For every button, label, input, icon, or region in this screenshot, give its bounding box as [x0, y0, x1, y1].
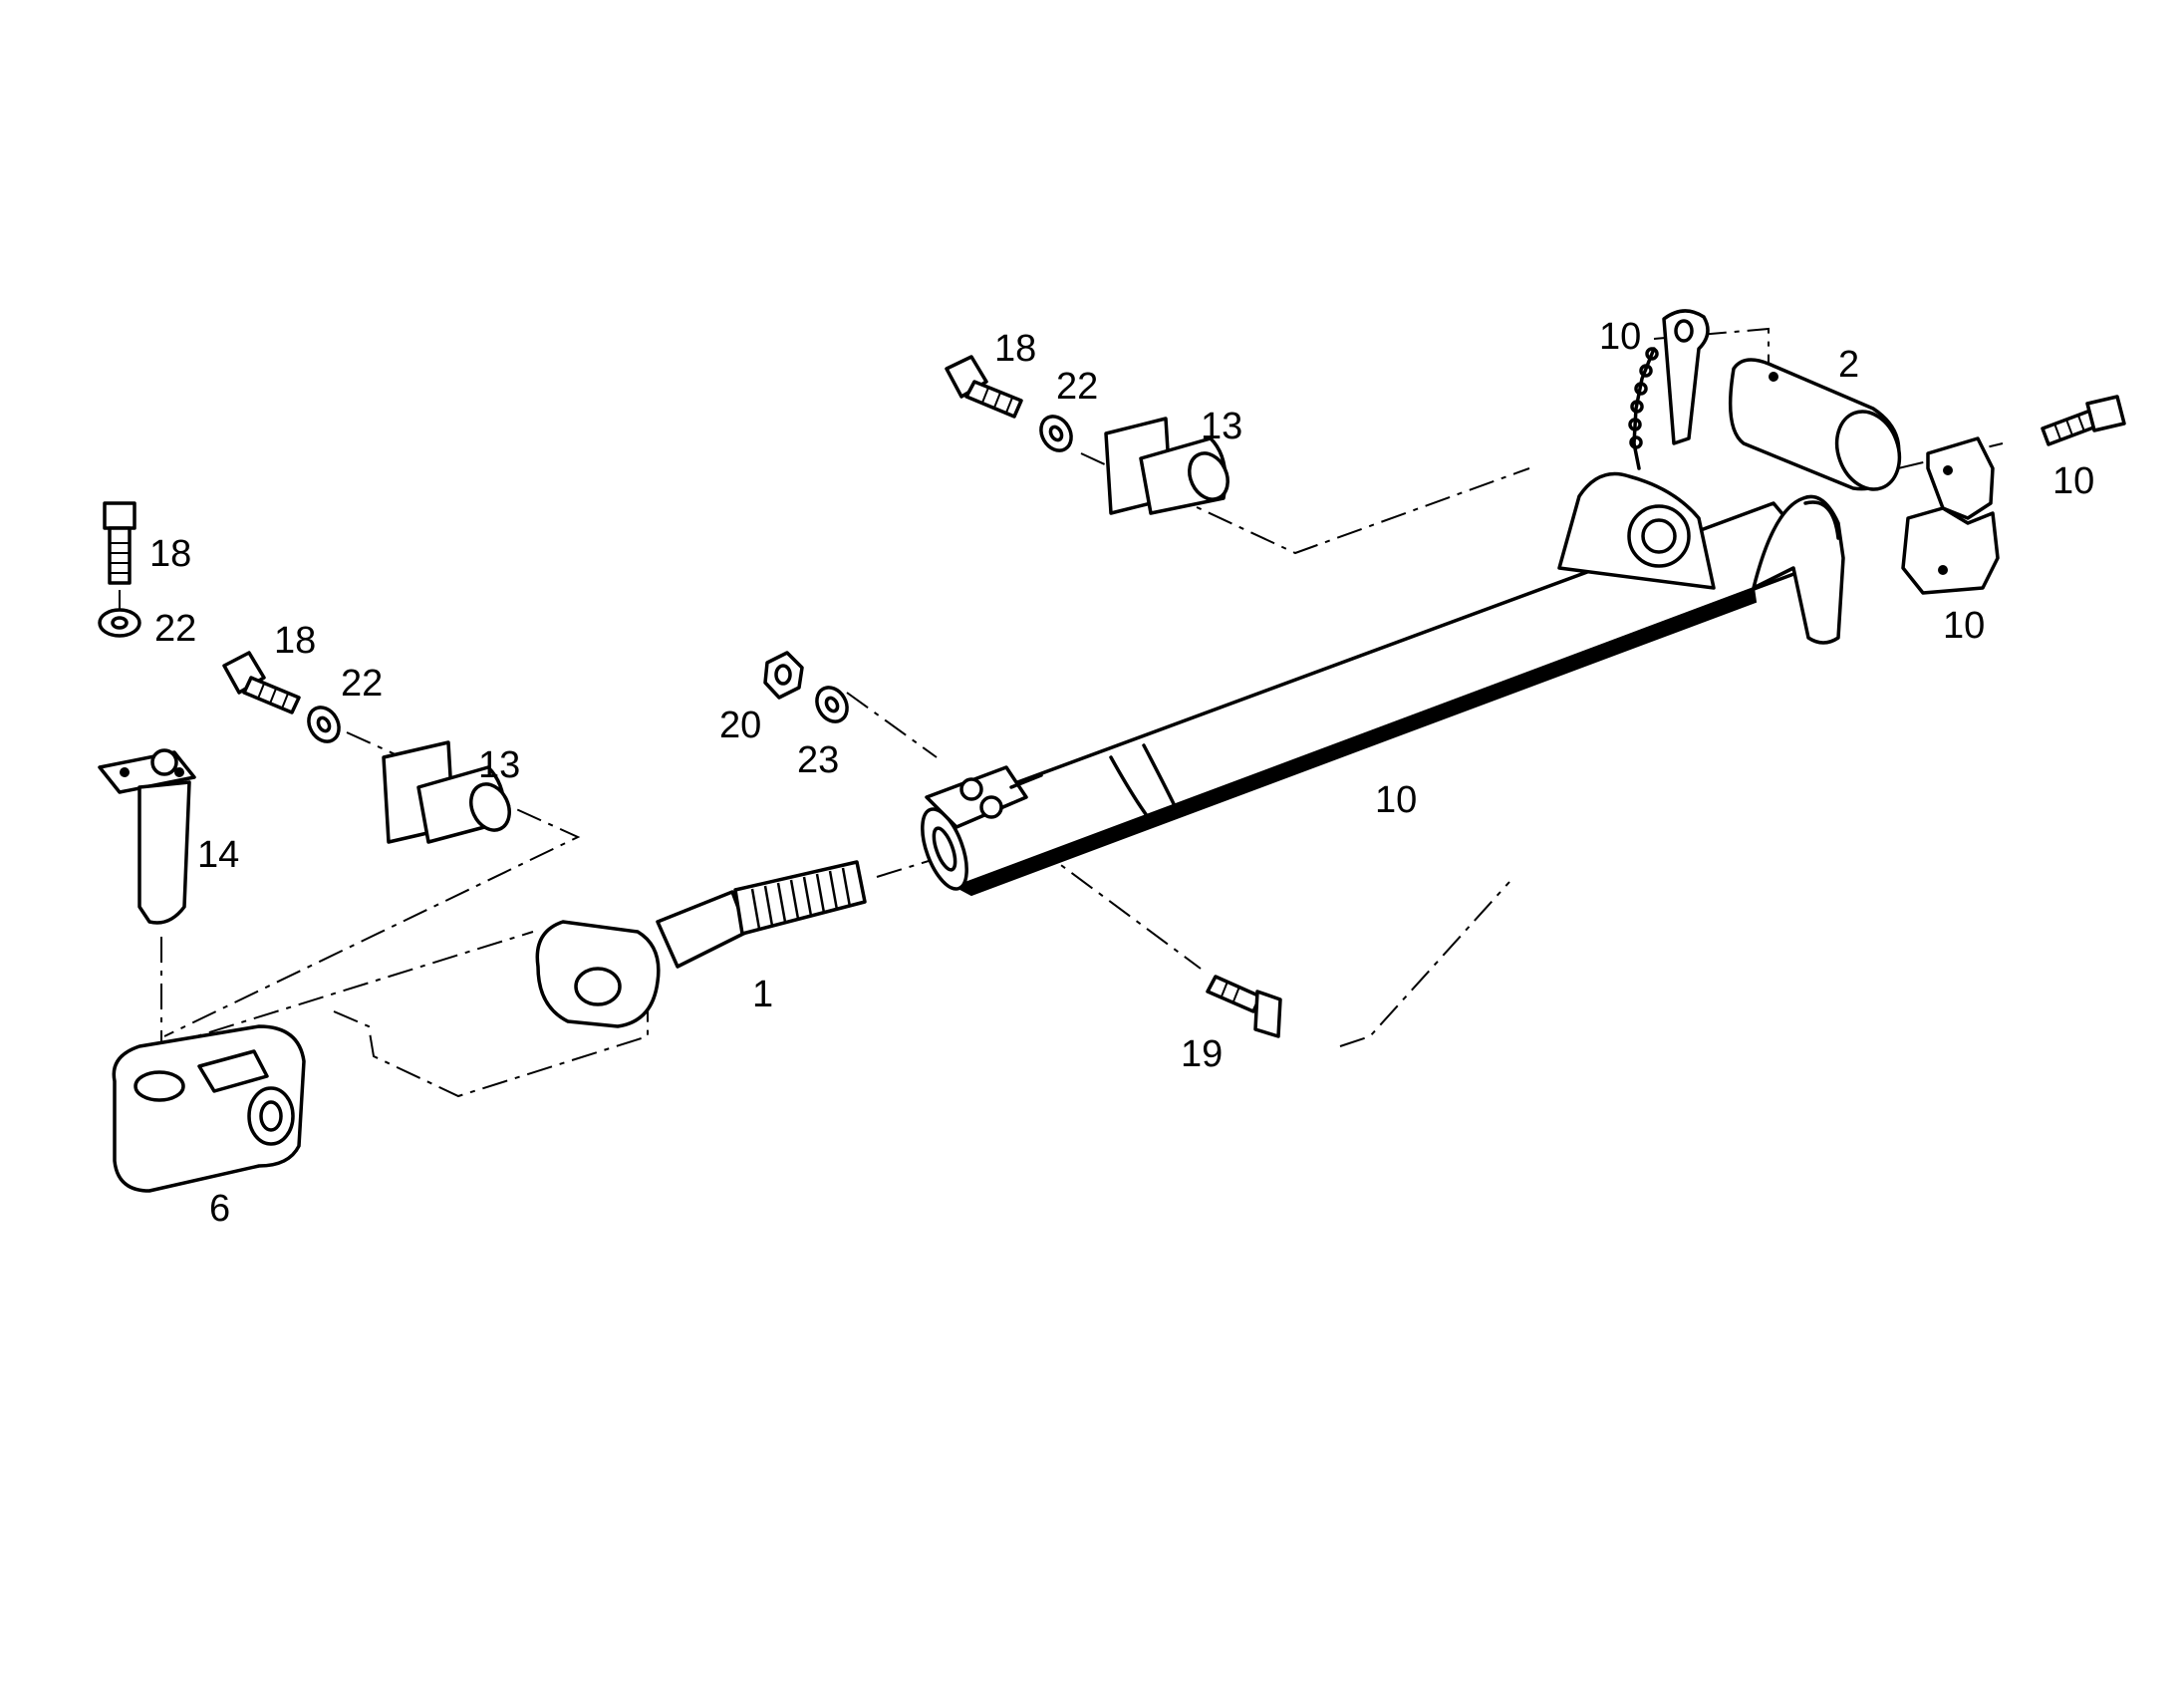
callout-22-left: 22 [154, 608, 196, 650]
callout-20: 20 [719, 705, 761, 746]
nut-20 [763, 651, 804, 700]
washer-22-mid [307, 706, 341, 743]
callout-10-tube: 10 [1375, 779, 1417, 821]
pivot-boss-top [1104, 417, 1229, 515]
callout-18-left: 18 [149, 533, 191, 575]
washer-22-top [1039, 415, 1073, 452]
callout-10-bolt: 10 [2052, 460, 2094, 502]
pivot-pin [98, 748, 196, 925]
bolt-10-right [2041, 395, 2126, 446]
bolt-18-mid [222, 651, 301, 714]
pivot-boss-left [382, 740, 511, 844]
bolt-18-left [103, 501, 136, 585]
top-link-pin [1728, 358, 1902, 491]
clamp [1901, 436, 2000, 595]
callout-13-top: 13 [1201, 406, 1242, 447]
main-tube [921, 471, 1845, 897]
bolt-19 [1206, 975, 1282, 1038]
callout-10-clamp: 10 [1943, 605, 1985, 647]
callout-18-top: 18 [994, 328, 1036, 370]
bolt-18-top [945, 355, 1023, 419]
callout-23: 23 [797, 739, 839, 781]
callout-2: 2 [1838, 344, 1859, 386]
callout-labels: 1 2 6 10 10 10 10 13 13 14 18 18 18 19 2… [149, 316, 2094, 1230]
callout-14: 14 [197, 834, 239, 876]
washer-23 [815, 686, 849, 723]
callout-13-left: 13 [478, 744, 520, 786]
callout-1: 1 [752, 974, 773, 1015]
callout-22-mid: 22 [341, 663, 383, 705]
rod-end [535, 860, 867, 1028]
callout-10-chain: 10 [1599, 316, 1641, 358]
callout-22-top: 22 [1056, 366, 1098, 408]
callout-6: 6 [209, 1188, 230, 1230]
callout-18-mid: 18 [274, 620, 316, 662]
washer-22-left [98, 608, 141, 638]
callout-19: 19 [1181, 1033, 1223, 1075]
yoke [112, 1024, 306, 1193]
linch-pin-chain [1628, 309, 1710, 470]
